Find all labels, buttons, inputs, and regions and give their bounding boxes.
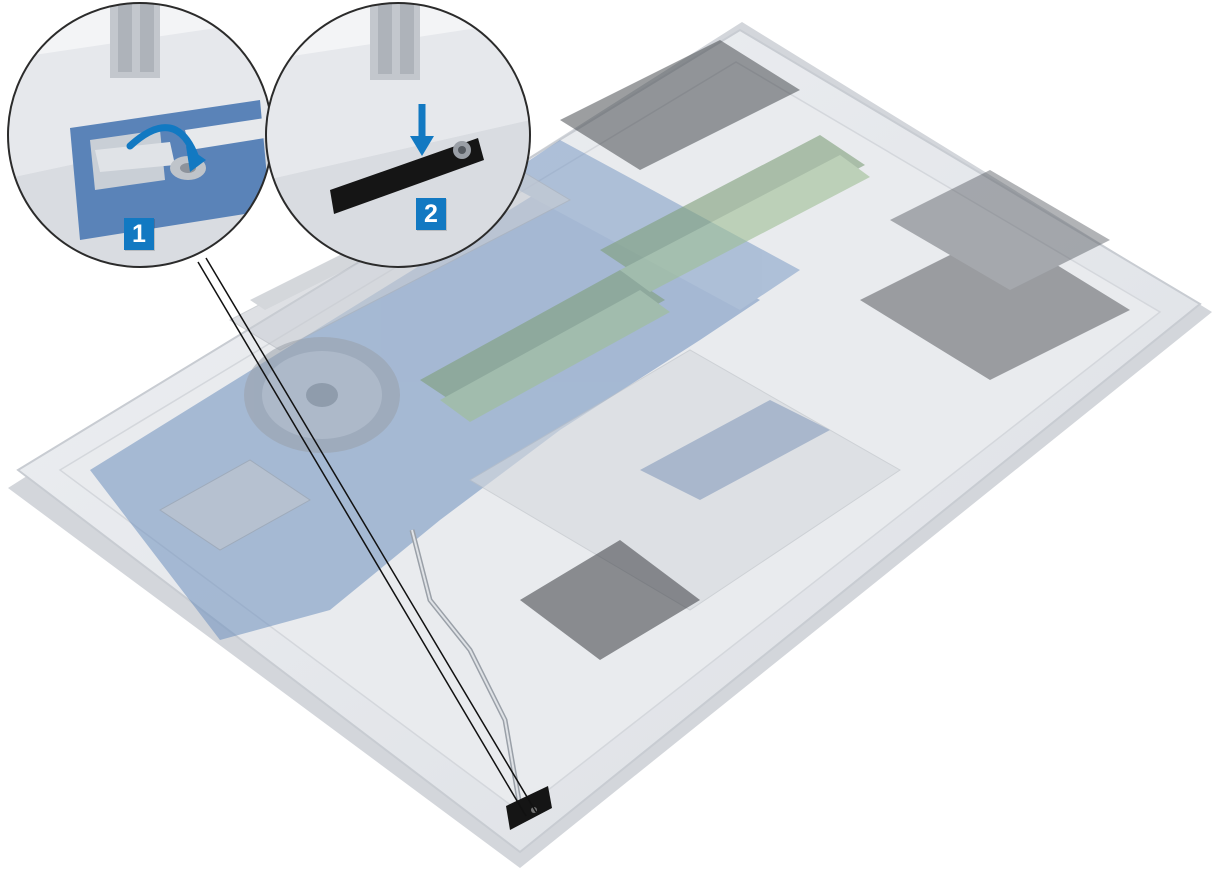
speaker-module xyxy=(520,540,700,660)
battery-area xyxy=(860,170,1130,380)
wlan-card xyxy=(159,459,311,551)
step-2-badge: 2 xyxy=(416,198,446,230)
curved-arrow-icon xyxy=(126,124,200,162)
callout-detail-2 xyxy=(265,2,531,268)
memory-modules xyxy=(420,135,870,422)
ssd-shield xyxy=(560,40,800,170)
led-flex-cable xyxy=(409,529,525,819)
system-fan xyxy=(244,337,400,453)
step-1-badge: 1 xyxy=(124,218,154,250)
callout-detail-1 xyxy=(7,2,273,268)
callout-leader xyxy=(197,257,537,817)
